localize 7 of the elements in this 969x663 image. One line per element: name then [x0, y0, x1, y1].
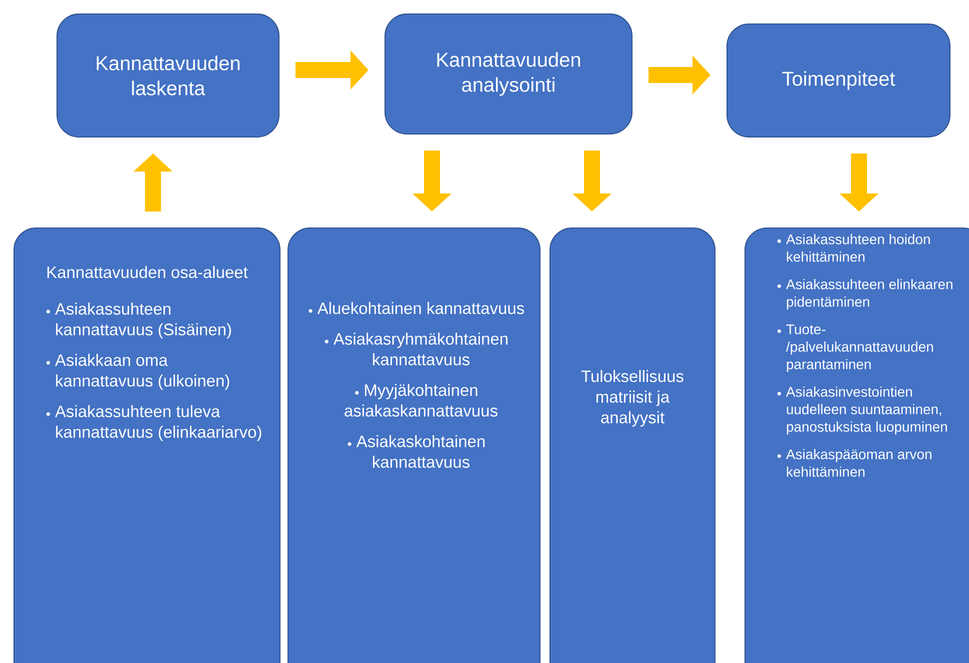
- content-panel: Tuloksellisuus matriisit ja analyysit: [550, 228, 716, 663]
- stage-box: Kannattavuuden laskenta: [56, 14, 280, 138]
- stage-box: Toimenpiteet: [726, 24, 950, 138]
- content-panel: Aluekohtainen kannattavuus Asiakasryhmäkohtainen kannattavuus Myyjäkohtainen asiakaskannattavuus Asiakaskohtainen kannattavuus: [288, 228, 540, 663]
- content-panel: Asiakassuhteen hoidon kehittäminen Asiakassuhteen elinkaaren pidentäminen Tuote-/palvelukannattavuuden parantaminen Asiakasinvestointien uudelleen suuntaaminen, panostuksista luopuminen Asiakaspääoman arvon kehittäminen: [744, 228, 969, 663]
- stage-box: Kannattavuuden analysointi: [384, 14, 632, 134]
- content-panel: Kannattavuuden osa-alueet Asiakassuhteen kannattavuus (Sisäinen) Asiakkaan oma kannattavuus (ulkoinen) Asiakassuhteen tuleva kannattavuus (elinkaariarvo): [14, 228, 280, 663]
